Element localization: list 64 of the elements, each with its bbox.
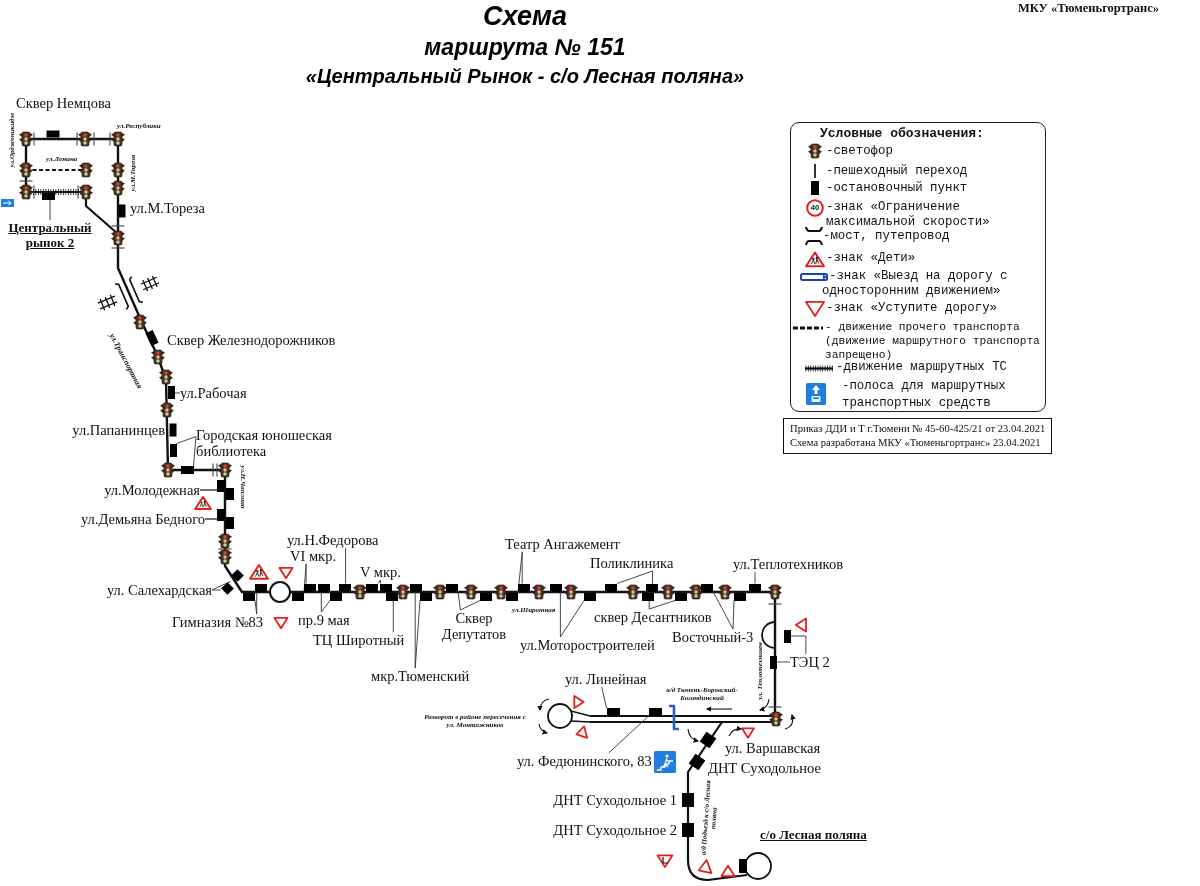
stop-name: V мкр. bbox=[360, 564, 401, 580]
stop-name: Поликлиника bbox=[590, 555, 674, 571]
leader-line bbox=[616, 570, 653, 584]
legend-text: -светофор bbox=[826, 144, 893, 159]
stop-name: ул.Демьяна Бедного bbox=[80, 511, 205, 527]
stop-marker bbox=[783, 629, 791, 643]
legend-text: -знак «Выезд на дорогу с односторонним движением» bbox=[822, 269, 1009, 299]
leader-line bbox=[776, 661, 791, 663]
legend-text: -знак «Ограничение максимальной скорости» bbox=[826, 200, 991, 230]
legend-text: - движение прочего транспорта (движение маршрутного транспорта запрещено) bbox=[825, 320, 1041, 361]
stop-name: ул.М.Тореза bbox=[130, 200, 206, 216]
leader-line bbox=[193, 436, 197, 467]
stop-name: Городская юношеская библиотека bbox=[196, 427, 336, 459]
legend-text: -знак «Дети» bbox=[826, 251, 916, 266]
terminal-stop-name: Центральный рынок 2 bbox=[8, 220, 92, 250]
title: Схема маршрута № 151 «Центральный Рынок - с/о Лесная поляна» bbox=[304, 0, 746, 89]
leader-line bbox=[49, 199, 51, 221]
stop-marker bbox=[255, 583, 267, 592]
leader-line bbox=[305, 563, 307, 584]
stop-marker bbox=[169, 443, 177, 457]
leader-line bbox=[174, 392, 181, 394]
stop-marker bbox=[243, 592, 255, 601]
legend-heading: Условные обозначения: bbox=[820, 126, 984, 141]
stop-name: Гимназия №83 bbox=[172, 614, 264, 630]
stop-name: ул.Н.Федорова bbox=[287, 532, 379, 548]
leader-line bbox=[211, 589, 222, 591]
note-text: Схема разработана МКУ «Тюменьгортранс» 23.04.2021 bbox=[790, 436, 1042, 450]
leader-line bbox=[176, 436, 197, 444]
legend-text: -мост, путепровод bbox=[823, 229, 950, 244]
terminal-stop-name: с/о Лесная поляна bbox=[760, 827, 867, 842]
stop-marker bbox=[41, 192, 55, 200]
org-name: МКУ «Тюменьгортранс» bbox=[1018, 1, 1160, 15]
leader-line bbox=[204, 518, 227, 520]
leader-line bbox=[256, 591, 258, 615]
stop-marker bbox=[226, 488, 234, 500]
stop-name: Сквер Железнодорожников bbox=[167, 332, 336, 348]
stop-marker bbox=[167, 385, 175, 399]
note-text: Приказ ДДИ и Т г.Тюмени № 45-60-425/21 от 23.04.2021 bbox=[790, 422, 1046, 436]
leader-line bbox=[345, 547, 347, 584]
legend-text: -знак «Уступите дорогу» bbox=[826, 301, 998, 316]
stop-name: ул. Салехардская bbox=[106, 582, 212, 598]
leader-line bbox=[211, 580, 232, 591]
leader-line bbox=[754, 571, 756, 584]
legend-text: -пешеходный переход bbox=[826, 164, 968, 179]
stop-name: Сквер Немцова bbox=[16, 95, 111, 111]
stop-name: ул.Рабочая bbox=[180, 385, 247, 401]
leader-line bbox=[199, 489, 227, 491]
stop-marker bbox=[217, 509, 225, 521]
legend-text: -остановочный пункт bbox=[826, 181, 968, 196]
legend-text: -полоса для маршрутных транспортных средств bbox=[842, 378, 1007, 412]
legend-text: -движение маршрутных ТС bbox=[836, 360, 1008, 375]
leader-line bbox=[790, 635, 807, 655]
stop-name: Театр Ангажемент bbox=[505, 536, 620, 552]
stop-name: ул.Теплотехников bbox=[733, 556, 844, 572]
note-panel bbox=[783, 418, 1053, 454]
stop-marker bbox=[180, 466, 194, 474]
stop-name: ТЭЦ 2 bbox=[790, 654, 830, 670]
stop-name: VI мкр. bbox=[290, 548, 337, 564]
stop-marker bbox=[226, 517, 234, 529]
stop-name: ул.Молодежная bbox=[104, 482, 200, 498]
stop-name: ул.Папанинцев bbox=[72, 422, 165, 438]
leader-line bbox=[517, 551, 523, 593]
leader-line bbox=[521, 551, 523, 584]
stop-marker bbox=[217, 480, 225, 492]
